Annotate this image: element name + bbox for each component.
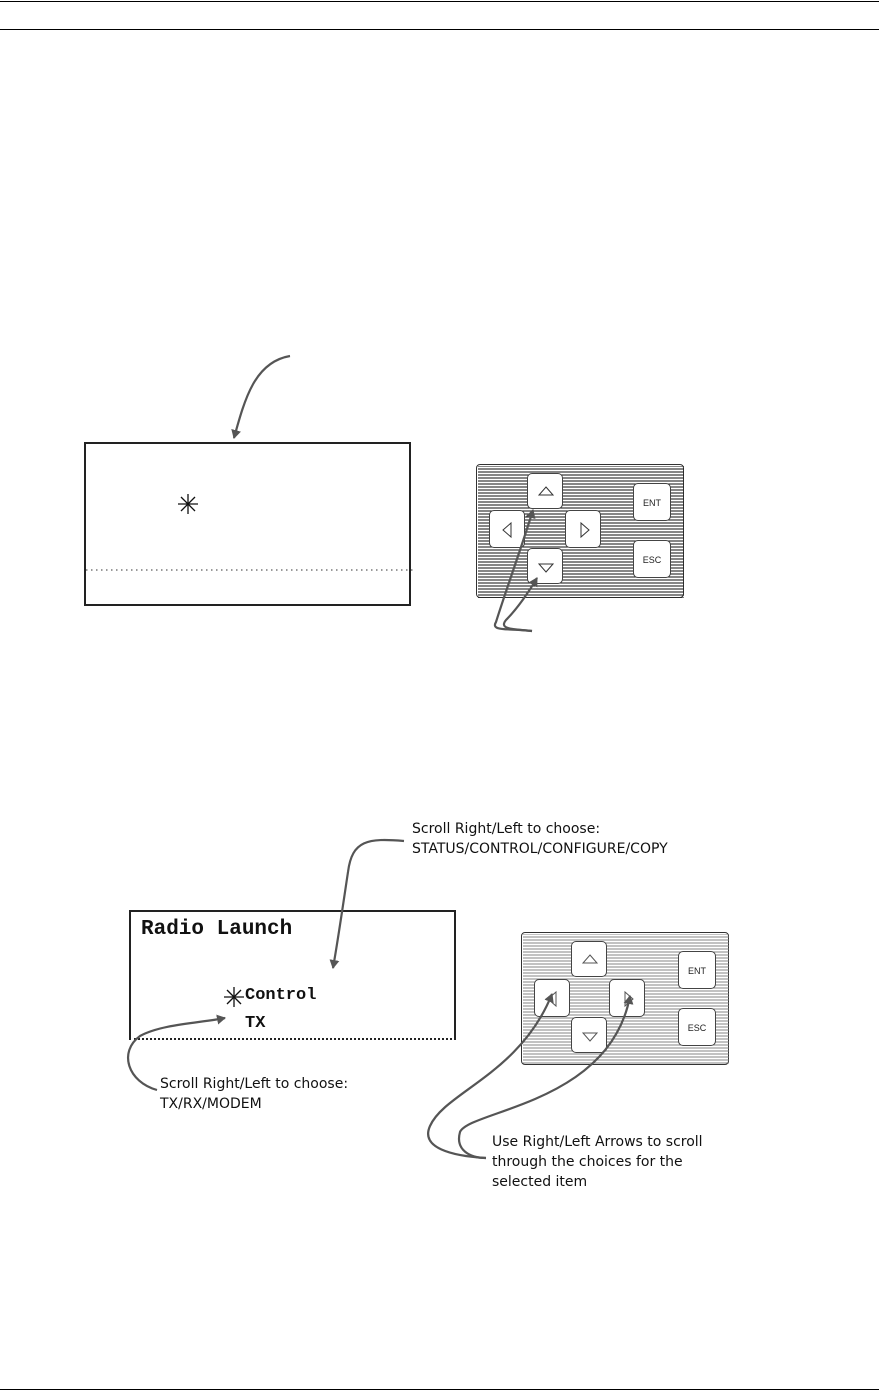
left-arrow-key[interactable] (489, 510, 525, 548)
down-arrow-icon (537, 563, 555, 573)
callout-right-line2: through the choices for the (492, 1154, 683, 1170)
right-arrow-icon (580, 521, 590, 539)
callout-left-text: Scroll Right/Left to choose: TX/RX/MODEM (160, 1074, 348, 1114)
esc-key[interactable]: ESC (678, 1008, 716, 1046)
lcd-item-label: Control (245, 986, 317, 1005)
lcd-display-top (84, 442, 413, 606)
footer-rule (0, 1389, 879, 1390)
callout-left-line2: TX/RX/MODEM (160, 1096, 262, 1112)
esc-key-label: ESC (687, 1023, 707, 1033)
callout-top-text: Scroll Right/Left to choose: STATUS/CONT… (412, 819, 668, 859)
asterisk-icon (224, 987, 244, 1007)
down-arrow-key[interactable] (571, 1017, 607, 1053)
down-arrow-key[interactable] (527, 548, 563, 584)
arrow-to-lcd-top (231, 354, 291, 439)
lcd-value-label: TX (245, 1014, 266, 1033)
asterisk-icon (178, 494, 198, 514)
right-arrow-icon (624, 990, 634, 1008)
lcd-display-bottom: Radio Launch Control TX (129, 910, 456, 1040)
right-arrow-key[interactable] (565, 510, 601, 548)
callout-right-text: Use Right/Left Arrows to scroll through … (492, 1132, 703, 1192)
left-arrow-icon (502, 521, 512, 539)
up-arrow-icon (537, 486, 555, 496)
lcd-top-content (86, 494, 413, 571)
ent-key[interactable]: ENT (678, 951, 716, 989)
ent-key-label: ENT (643, 498, 661, 508)
header-rule (0, 29, 879, 30)
callout-right-line1: Use Right/Left Arrows to scroll (492, 1134, 703, 1150)
callout-right-line3: selected item (492, 1174, 588, 1190)
callout-top-line2: STATUS/CONTROL/CONFIGURE/COPY (412, 841, 668, 857)
lcd-title: Radio Launch (141, 918, 293, 941)
keypad-bottom: ENT ESC (521, 932, 729, 1065)
callout-left-line1: Scroll Right/Left to choose: (160, 1076, 349, 1092)
down-arrow-icon (581, 1032, 599, 1042)
right-arrow-key[interactable] (609, 979, 645, 1017)
up-arrow-key[interactable] (571, 941, 607, 977)
ent-key-label: ENT (688, 966, 706, 976)
up-arrow-icon (581, 954, 599, 964)
ent-key[interactable]: ENT (633, 483, 671, 521)
up-arrow-key[interactable] (527, 473, 563, 509)
left-arrow-icon (547, 990, 557, 1008)
left-arrow-key[interactable] (534, 979, 570, 1017)
top-rule (0, 1, 879, 2)
keypad-top: ENT ESC (476, 464, 684, 598)
esc-key[interactable]: ESC (633, 540, 671, 578)
callout-top-line1: Scroll Right/Left to choose: (412, 821, 601, 837)
esc-key-label: ESC (642, 555, 662, 565)
